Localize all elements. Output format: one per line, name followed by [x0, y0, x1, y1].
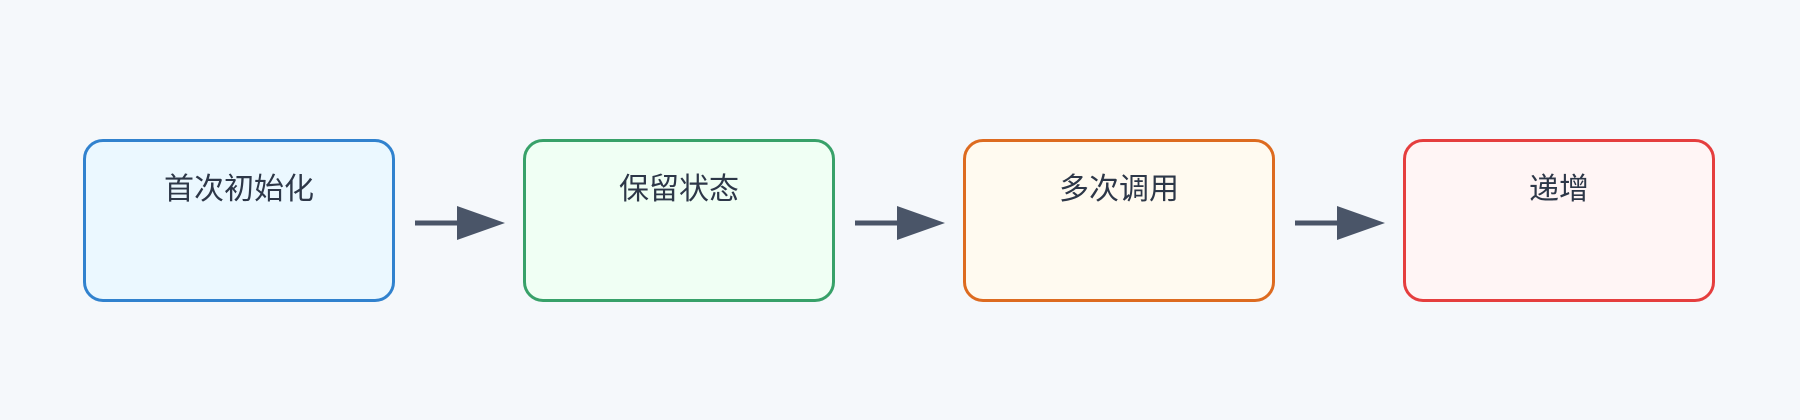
step-label: 保留状态: [619, 172, 739, 207]
step-label: 首次初始化: [164, 172, 314, 207]
step-box-retain-state: 保留状态: [523, 139, 835, 302]
step-label: 递增: [1529, 172, 1589, 207]
step-box-initialize: 首次初始化: [83, 139, 395, 302]
arrow-right-icon: [855, 206, 945, 240]
step-box-multiple-calls: 多次调用: [963, 139, 1275, 302]
step-label: 多次调用: [1059, 172, 1179, 207]
arrow-right-icon: [415, 206, 505, 240]
step-box-increment: 递增: [1403, 139, 1715, 302]
arrow-right-icon: [1295, 206, 1385, 240]
